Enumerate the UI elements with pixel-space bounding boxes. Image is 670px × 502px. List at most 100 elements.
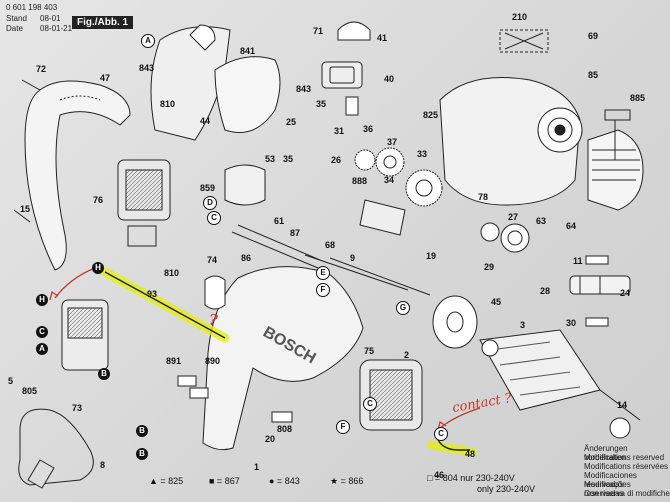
label-810-b: 810 — [164, 268, 180, 278]
label-15: 15 — [20, 204, 31, 214]
label-8: 8 — [100, 460, 106, 470]
ref-circle-e: E — [316, 266, 330, 280]
label-891: 891 — [166, 356, 182, 366]
date-value: 08-01-21 — [40, 24, 73, 33]
label-40: 40 — [384, 74, 395, 84]
label-44: 44 — [200, 116, 211, 126]
ref-circle-g: G — [396, 301, 410, 315]
part-41-cap — [337, 21, 371, 41]
label-37: 37 — [387, 137, 398, 147]
label-41: 41 — [377, 33, 388, 43]
ref-circle-b: B — [98, 368, 110, 380]
label-210: 210 — [512, 12, 528, 22]
label-11-top: 11 — [573, 256, 583, 266]
label-1: 1 — [254, 462, 260, 472]
part-44-housing — [214, 56, 281, 133]
label-85: 85 — [588, 70, 599, 80]
label-53: 53 — [265, 154, 276, 164]
ref-circle-a-left: A — [36, 343, 48, 355]
annotation-arrow-left — [54, 267, 96, 299]
highlight-part-48 — [427, 440, 477, 457]
part-number: 0 601 198 403 — [6, 3, 58, 12]
label-68: 68 — [325, 240, 336, 250]
label-9: 9 — [350, 253, 356, 263]
label-843-b: 843 — [296, 84, 312, 94]
label-34: 34 — [384, 175, 395, 185]
annotation-arrow-contact — [439, 407, 481, 429]
label-890: 890 — [205, 356, 221, 366]
note-en: Modifications reserved — [584, 453, 665, 462]
label-45: 45 — [491, 297, 502, 307]
date-label: Date — [6, 24, 23, 33]
label-20: 20 — [265, 434, 276, 444]
label-74: 74 — [207, 255, 218, 265]
label-25: 25 — [286, 117, 297, 127]
ref-circle-c: C — [207, 211, 221, 225]
label-46: 46 — [434, 470, 445, 480]
ref-circle-h-top: H — [92, 262, 104, 274]
label-30: 30 — [566, 318, 577, 328]
label-93: 93 — [147, 289, 158, 299]
label-26: 26 — [331, 155, 342, 165]
ref-circle-d: D — [203, 196, 217, 210]
label-73: 73 — [72, 403, 83, 413]
label-808: 808 — [277, 424, 293, 434]
part-805-cable — [18, 408, 94, 486]
legend-only-line: only 230-240V — [477, 484, 536, 494]
label-47: 47 — [100, 73, 111, 83]
note-fr: Modifications réservées — [584, 462, 669, 471]
part-33-gear — [405, 169, 443, 207]
label-859: 859 — [200, 183, 216, 193]
label-5: 5 — [8, 376, 14, 386]
label-31: 31 — [334, 126, 345, 136]
ref-circle-f-mid: F — [336, 420, 350, 434]
label-28: 28 — [540, 286, 551, 296]
note-pt: Modificações reservadas — [584, 480, 631, 498]
label-24: 24 — [620, 288, 631, 298]
label-76: 76 — [93, 195, 104, 205]
stand-value: 08-01 — [40, 14, 61, 23]
part-40-block — [321, 61, 363, 89]
label-86: 86 — [241, 253, 252, 263]
annotation-question: ? — [209, 311, 218, 329]
ref-circle-b-low2: B — [136, 448, 148, 460]
part-859 — [224, 164, 266, 206]
label-27: 27 — [508, 212, 519, 222]
label-841: 841 — [240, 46, 256, 56]
note-it: Con riserva di modifiche — [584, 489, 670, 498]
legend-triangle: ▲ = 825 — [149, 476, 184, 486]
legend-square-hollow: □ = 804 nur 230-240V — [427, 473, 515, 483]
figure-label: Fig./Abb. 1 — [72, 16, 134, 29]
label-825: 825 — [423, 110, 439, 120]
label-843-a: 843 — [139, 63, 155, 73]
label-14: 14 — [617, 400, 628, 410]
part-825-gear-housing — [439, 77, 581, 206]
label-36: 36 — [363, 124, 374, 134]
label-61: 61 — [274, 216, 285, 226]
label-29: 29 — [484, 262, 495, 272]
ref-circle-c-mid: C — [363, 397, 377, 411]
legend-circle-filled: ● = 843 — [269, 476, 300, 486]
label-3: 3 — [520, 320, 526, 330]
label-71: 71 — [313, 26, 324, 36]
ref-circle-c-left: C — [36, 326, 48, 338]
part-47-handle — [24, 80, 131, 271]
label-805: 805 — [22, 386, 38, 396]
part-841-housing — [150, 26, 231, 141]
label-885: 885 — [630, 93, 646, 103]
label-35-b: 35 — [283, 154, 294, 164]
legend-square-filled: ■ = 867 — [209, 476, 240, 486]
label-63: 63 — [536, 216, 547, 226]
label-888: 888 — [352, 176, 368, 186]
label-35-a: 35 — [316, 99, 327, 109]
note-de: Änderungen vorbehalten — [584, 444, 628, 462]
label-810-a: 810 — [160, 99, 176, 109]
label-75: 75 — [364, 346, 375, 356]
ref-circle-f: F — [316, 283, 330, 297]
label-64: 64 — [566, 221, 577, 231]
label-87: 87 — [290, 228, 301, 238]
label-19: 19 — [426, 251, 437, 261]
ref-circle-c-48: C — [434, 427, 448, 441]
